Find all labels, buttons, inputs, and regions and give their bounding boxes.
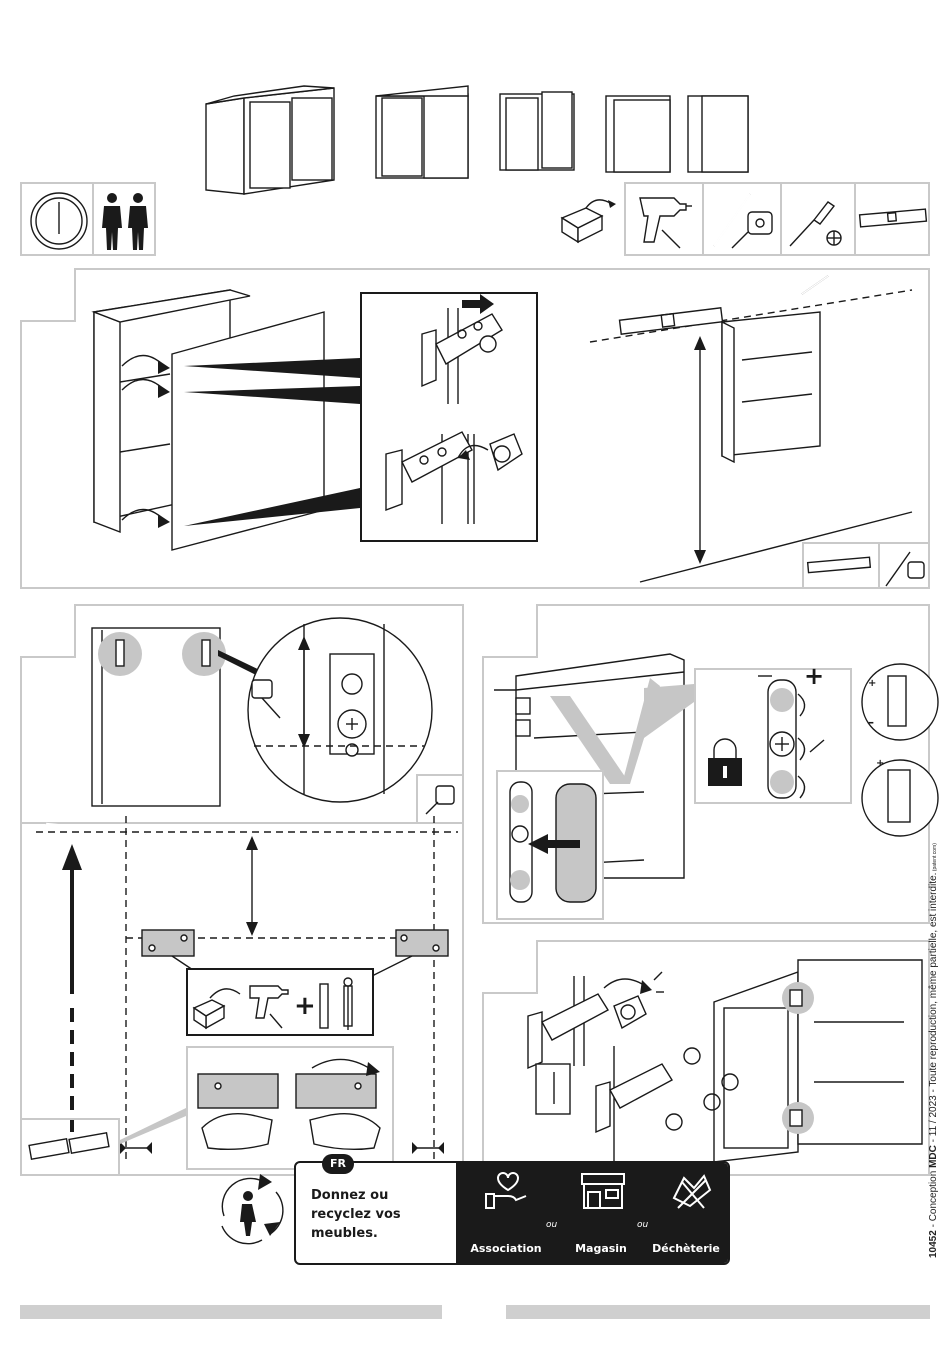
separator-ou: ou [637,1220,648,1230]
zoom-connector [120,1106,190,1146]
step-number-tab [20,604,76,658]
heart-hand-icon [484,1170,530,1210]
waste-center-icon [668,1168,714,1214]
step-panel-door-fitting [482,940,930,1176]
hinge-adjust-screws: + [758,670,850,802]
phillips-screwdriver-icon [784,190,854,252]
hinge-detail-illustration [362,294,540,544]
option-association: Association [466,1242,546,1255]
step-panel-bracket-mounting: + [20,604,464,1176]
step-panel-adjustment: + + – + [482,604,930,924]
tape-icon-box [416,774,464,822]
date-notice: - 11 / 2023 - Toute reproduction, même p… [928,873,939,1146]
bracket-snap-box [186,1046,394,1170]
cabinet-back-illustration [86,624,236,810]
step-panel-door-hanging [20,268,930,589]
spirit-level-icon [858,204,928,234]
drill-plug-box: + [186,968,374,1036]
bracket-snap-illustration [188,1048,394,1168]
cabinet-model-2-doors-a [374,84,474,180]
credits-text: 10452 - Conception MDC - 11 / 2023 - Tou… [928,843,939,1258]
svg-text:+: + [294,991,316,1021]
cabinet-with-door-illustration [90,282,390,552]
hinge-adjust-box: + [694,668,852,804]
recycling-message: Donnez ou recyclez vos meubles. [311,1186,451,1243]
svg-text:+: + [876,758,884,769]
adjust-direction-circles: + – + [856,662,932,842]
spirit-level-icon [806,556,876,576]
step-number-tab [20,268,76,322]
wall-level-illustration [582,276,922,586]
bracket-pair-icon [26,1132,116,1168]
drill-icon [632,190,694,252]
shop-icon [578,1172,628,1212]
patent-note: (patent com) [932,843,938,872]
bracket-zoom-circle [244,614,436,806]
padlock-icon [704,736,746,788]
drill-and-plug-icons: + [190,974,374,1034]
svg-text:+: + [804,662,824,690]
footer-bar-left [20,1305,442,1319]
footer-bar-right [506,1305,930,1319]
tape-measure-icon [424,782,460,818]
cabinet-model-1-door-a [604,92,674,176]
cabinet-model-3-doors [204,84,340,196]
toolbox-icon [556,196,622,246]
pencil-and-tape-icon [882,546,928,588]
separator-ou: ou [546,1220,557,1230]
country-badge: FR [322,1154,354,1174]
bracket-pair-box [22,1118,120,1174]
tools-box [624,182,930,256]
svg-text:+: + [868,678,876,689]
option-decheterie: Déchèterie [646,1242,726,1255]
hinge-detail-box [360,292,538,542]
hinge-cover-illustration [498,772,602,918]
doc-number: 10452 [928,1230,939,1258]
level-pencil-box [802,542,930,589]
designer-name: MDC [928,1145,939,1168]
svg-text:–: – [868,715,874,729]
recycling-person-icon [214,1172,288,1246]
option-magasin: Magasin [561,1242,641,1255]
two-persons-icon [98,192,154,252]
cabinet-model-2-doors-b [498,84,578,172]
designer-prefix: - Conception [928,1168,939,1230]
clock-icon [28,190,90,252]
cabinet-model-1-door-b [686,92,752,176]
hinge-cover-box [496,770,604,920]
time-people-box [20,182,156,256]
pencil-and-tape-icon [706,188,778,252]
hinge-adjust-detail [524,1042,744,1172]
